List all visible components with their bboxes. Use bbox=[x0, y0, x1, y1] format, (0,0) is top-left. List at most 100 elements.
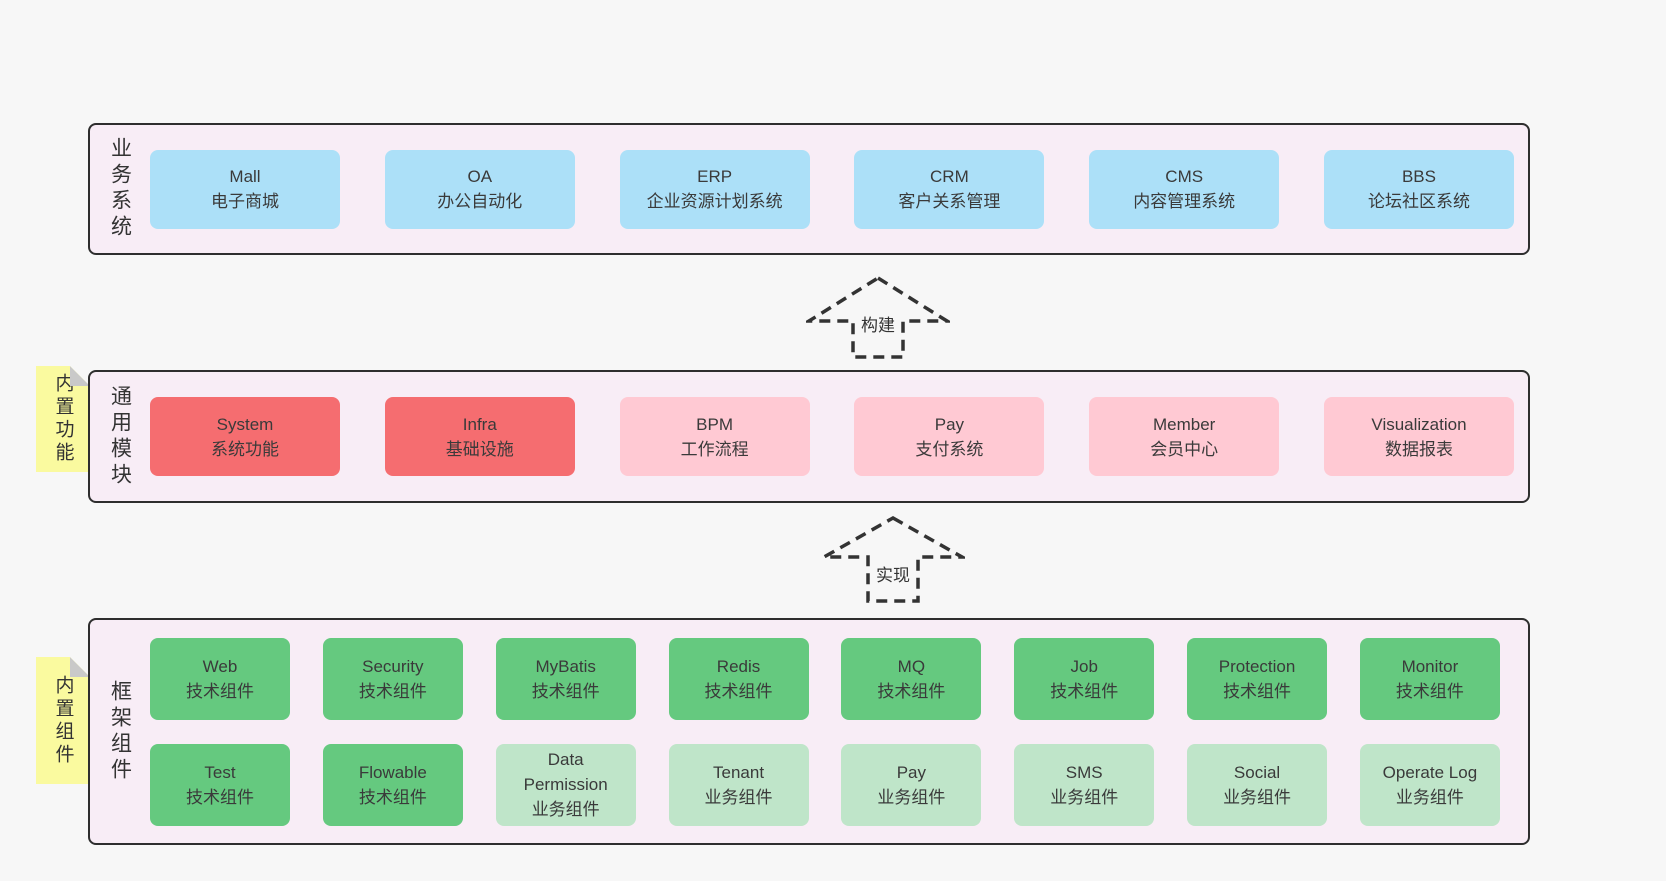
box-title: Job bbox=[1070, 656, 1098, 676]
arrow-implement-label: 实现 bbox=[871, 560, 915, 587]
box-title: MQ bbox=[897, 656, 926, 676]
box-protection: Protection 技术组件 bbox=[1187, 637, 1328, 720]
box-subtitle: 论坛社区系统 bbox=[1367, 192, 1470, 211]
box-title: Pay bbox=[896, 762, 927, 782]
box-title: Flowable bbox=[358, 762, 427, 782]
box-title: Social bbox=[1233, 762, 1281, 782]
box-subtitle: 会员中心 bbox=[1150, 439, 1219, 459]
up-arrow-icon bbox=[806, 276, 950, 359]
business-boxes-row: Mall 电子商城 OA 办公自动化 ERP 企业资源计划系统 CRM 客户关系… bbox=[150, 125, 1528, 253]
box-subtitle: 技术组件 bbox=[531, 681, 600, 701]
box-crm: CRM 客户关系管理 bbox=[854, 149, 1045, 229]
box-title: OA bbox=[467, 167, 493, 186]
box-mq: MQ 技术组件 bbox=[841, 637, 982, 720]
box-subtitle: 技术组件 bbox=[186, 681, 254, 701]
box-title: Pay bbox=[934, 414, 965, 434]
modules-boxes-row: System 系统功能 Infra 基础设施 BPM 工作流程 Pay 支付系统… bbox=[150, 372, 1528, 501]
box-title: Visualization bbox=[1371, 414, 1467, 434]
box-data-permission: Data Permission 业务组件 bbox=[495, 743, 636, 826]
note-text: 内置组件 bbox=[52, 674, 74, 767]
box-subtitle: 业务组件 bbox=[1395, 787, 1464, 807]
box-title: System bbox=[216, 414, 274, 434]
box-title: Member bbox=[1153, 414, 1216, 434]
box-bpm: BPM 工作流程 bbox=[619, 397, 810, 476]
up-arrow-icon bbox=[821, 516, 965, 603]
up-arrow-implement: 实现 bbox=[821, 516, 965, 604]
box-subtitle: 办公自动化 bbox=[437, 192, 523, 211]
box-subtitle: 系统功能 bbox=[211, 439, 279, 459]
box-title: ERP bbox=[697, 167, 733, 186]
box-pay-module: Pay 支付系统 bbox=[854, 397, 1045, 476]
box-cms: CMS 内容管理系统 bbox=[1089, 149, 1280, 229]
box-bbs: BBS 论坛社区系统 bbox=[1323, 149, 1514, 229]
box-title: Security bbox=[362, 656, 424, 676]
box-subtitle: 技术组件 bbox=[877, 681, 946, 701]
note-text: 内置功能 bbox=[52, 373, 74, 465]
box-title: Redis bbox=[716, 656, 761, 676]
box-title: CMS bbox=[1165, 167, 1204, 186]
box-mybatis: MyBatis 技术组件 bbox=[495, 637, 636, 720]
box-operate-log: Operate Log 业务组件 bbox=[1359, 743, 1500, 826]
box-subtitle: 技术组件 bbox=[358, 681, 427, 701]
box-subtitle: 电子商城 bbox=[211, 192, 279, 211]
box-subtitle: 企业资源计划系统 bbox=[646, 192, 783, 211]
box-title: Data Permission bbox=[523, 750, 608, 794]
box-title: SMS bbox=[1065, 762, 1103, 782]
box-visualization: Visualization 数据报表 bbox=[1323, 397, 1514, 476]
sticky-note-built-in-components: 内置组件 bbox=[36, 657, 90, 784]
box-infra: Infra 基础设施 bbox=[384, 397, 575, 476]
box-subtitle: 技术组件 bbox=[358, 787, 427, 807]
band-label-column: 业务系统 bbox=[90, 125, 150, 253]
components-row-1: Web 技术组件 Security 技术组件 MyBatis 技术组件 Redi… bbox=[150, 637, 1500, 720]
box-subtitle: 支付系统 bbox=[915, 439, 984, 459]
components-rows: Web 技术组件 Security 技术组件 MyBatis 技术组件 Redi… bbox=[150, 620, 1528, 843]
box-subtitle: 数据报表 bbox=[1384, 439, 1453, 459]
band-business-label: 业务系统 bbox=[108, 137, 132, 241]
folded-corner-icon bbox=[70, 366, 90, 386]
box-title: CRM bbox=[930, 167, 969, 186]
box-web: Web 技术组件 bbox=[150, 637, 290, 720]
box-title: Protection bbox=[1218, 656, 1296, 676]
components-row-2: Test 技术组件 Flowable 技术组件 Data Permission … bbox=[150, 743, 1500, 826]
box-subtitle: 技术组件 bbox=[186, 787, 254, 807]
box-tenant: Tenant 业务组件 bbox=[668, 743, 809, 826]
box-title: Web bbox=[202, 656, 238, 676]
box-mall: Mall 电子商城 bbox=[150, 149, 340, 229]
arrow-build-label: 构建 bbox=[856, 310, 900, 337]
box-job: Job 技术组件 bbox=[1014, 637, 1155, 720]
box-title: Mall bbox=[229, 167, 261, 186]
up-arrow-build: 构建 bbox=[806, 276, 950, 360]
box-title: BBS bbox=[1401, 167, 1436, 186]
band-common-modules: 通用模块 System 系统功能 Infra 基础设施 BPM 工作流程 Pay… bbox=[88, 370, 1530, 503]
box-monitor: Monitor 技术组件 bbox=[1359, 637, 1500, 720]
box-subtitle: 技术组件 bbox=[1223, 681, 1292, 701]
box-member: Member 会员中心 bbox=[1089, 397, 1280, 476]
box-subtitle: 工作流程 bbox=[680, 439, 749, 459]
band-label-column: 通用模块 bbox=[90, 372, 150, 501]
box-sms: SMS 业务组件 bbox=[1014, 743, 1155, 826]
band-components-label: 框架组件 bbox=[108, 679, 132, 784]
box-redis: Redis 技术组件 bbox=[668, 637, 809, 720]
band-modules-label: 通用模块 bbox=[108, 384, 132, 489]
box-subtitle: 基础设施 bbox=[445, 439, 514, 459]
box-system: System 系统功能 bbox=[150, 397, 340, 476]
box-title: MyBatis bbox=[535, 656, 596, 676]
box-title: Tenant bbox=[713, 762, 765, 782]
sticky-note-built-in-features: 内置功能 bbox=[36, 366, 90, 472]
box-title: Operate Log bbox=[1382, 762, 1478, 782]
box-title: BPM bbox=[696, 414, 734, 434]
box-title: Monitor bbox=[1401, 656, 1459, 676]
box-flowable: Flowable 技术组件 bbox=[322, 743, 463, 826]
box-social: Social 业务组件 bbox=[1187, 743, 1328, 826]
box-erp: ERP 企业资源计划系统 bbox=[619, 149, 810, 229]
box-subtitle: 内容管理系统 bbox=[1133, 192, 1236, 211]
box-title: Infra bbox=[462, 414, 497, 434]
box-oa: OA 办公自动化 bbox=[384, 149, 575, 229]
box-subtitle: 技术组件 bbox=[1050, 681, 1119, 701]
box-subtitle: 业务组件 bbox=[877, 787, 946, 807]
band-framework-components: 框架组件 Web 技术组件 Security 技术组件 MyBatis 技术组件… bbox=[88, 618, 1530, 845]
band-business-systems: 业务系统 Mall 电子商城 OA 办公自动化 ERP 企业资源计划系统 CRM… bbox=[88, 123, 1530, 255]
box-pay-component: Pay 业务组件 bbox=[841, 743, 982, 826]
box-subtitle: 技术组件 bbox=[1395, 681, 1464, 701]
